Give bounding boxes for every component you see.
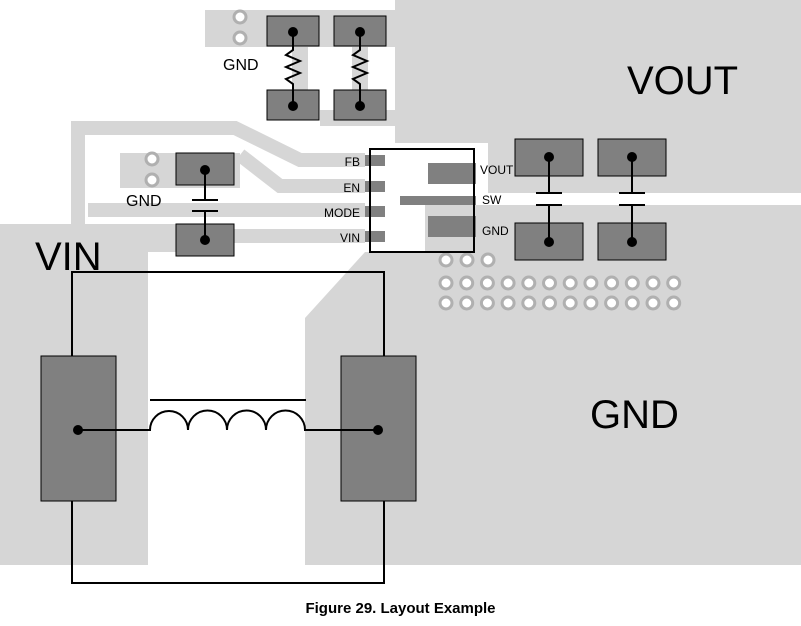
output-cap-2 xyxy=(597,138,667,261)
via xyxy=(624,295,640,311)
pad-vin xyxy=(365,231,385,242)
pad-fb xyxy=(365,155,385,166)
cap-gnd-label: GND xyxy=(126,193,162,210)
resistor-2 xyxy=(333,15,387,121)
ic-pads xyxy=(365,155,476,242)
via xyxy=(479,295,495,311)
pad-en xyxy=(365,181,385,192)
via xyxy=(438,252,454,268)
output-cap-1 xyxy=(514,138,584,261)
via xyxy=(438,295,454,311)
via xyxy=(479,275,495,291)
via xyxy=(232,9,248,25)
via xyxy=(232,30,248,46)
pad-vout xyxy=(428,163,476,184)
ic-outline xyxy=(369,148,475,253)
via xyxy=(521,275,537,291)
pad-gnd xyxy=(428,216,476,237)
resistor-1 xyxy=(266,15,320,121)
via xyxy=(562,275,578,291)
en-trace xyxy=(235,149,365,193)
via xyxy=(542,275,557,291)
vout-copper-pour xyxy=(395,0,801,193)
via xyxy=(480,252,496,268)
pad-mode xyxy=(365,206,385,217)
pin-label-gnd: GND xyxy=(482,224,509,238)
via xyxy=(144,172,160,188)
via xyxy=(583,295,599,311)
gnd-vertical-trace xyxy=(292,47,368,90)
inductor xyxy=(40,271,417,584)
pin-label-vout: VOUT xyxy=(480,163,514,177)
pin-label-sw: SW xyxy=(482,193,502,207)
vin-net-label: VIN xyxy=(35,235,102,279)
via xyxy=(521,295,537,311)
gnd-net-label: GND xyxy=(590,393,679,437)
via xyxy=(562,295,578,311)
via xyxy=(438,275,454,291)
via xyxy=(542,295,557,311)
via xyxy=(500,275,516,291)
vias xyxy=(144,9,496,268)
pin-label-mode: MODE xyxy=(324,206,360,220)
via xyxy=(604,275,620,291)
via xyxy=(645,275,661,291)
figure-caption: Figure 29. Layout Example xyxy=(305,600,496,617)
resistor-gnd-label: GND xyxy=(223,57,259,74)
via xyxy=(583,275,599,291)
inductor-pad-right xyxy=(340,355,417,502)
gnd-via-grid xyxy=(438,275,682,311)
fb-trace xyxy=(71,121,365,224)
pad-sw xyxy=(400,196,476,205)
inductor-coil xyxy=(78,409,378,431)
via xyxy=(666,295,682,311)
pcb-layout-diagram: VOUT GND VIN GND GND FB EN MODE VIN VOUT… xyxy=(0,0,801,584)
traces xyxy=(71,47,395,243)
vout-net-label: VOUT xyxy=(627,59,738,103)
via xyxy=(144,151,160,167)
via xyxy=(459,275,475,291)
pin-label-fb: FB xyxy=(345,155,360,169)
via xyxy=(624,275,640,291)
via xyxy=(459,295,475,311)
via xyxy=(500,295,516,311)
via xyxy=(645,295,661,311)
via xyxy=(666,275,682,291)
input-cap xyxy=(175,152,235,257)
gnd-copper-pour xyxy=(425,205,801,565)
via xyxy=(604,295,620,311)
pin-label-en: EN xyxy=(343,181,360,195)
pin-label-vin: VIN xyxy=(340,231,360,245)
via xyxy=(459,252,475,268)
